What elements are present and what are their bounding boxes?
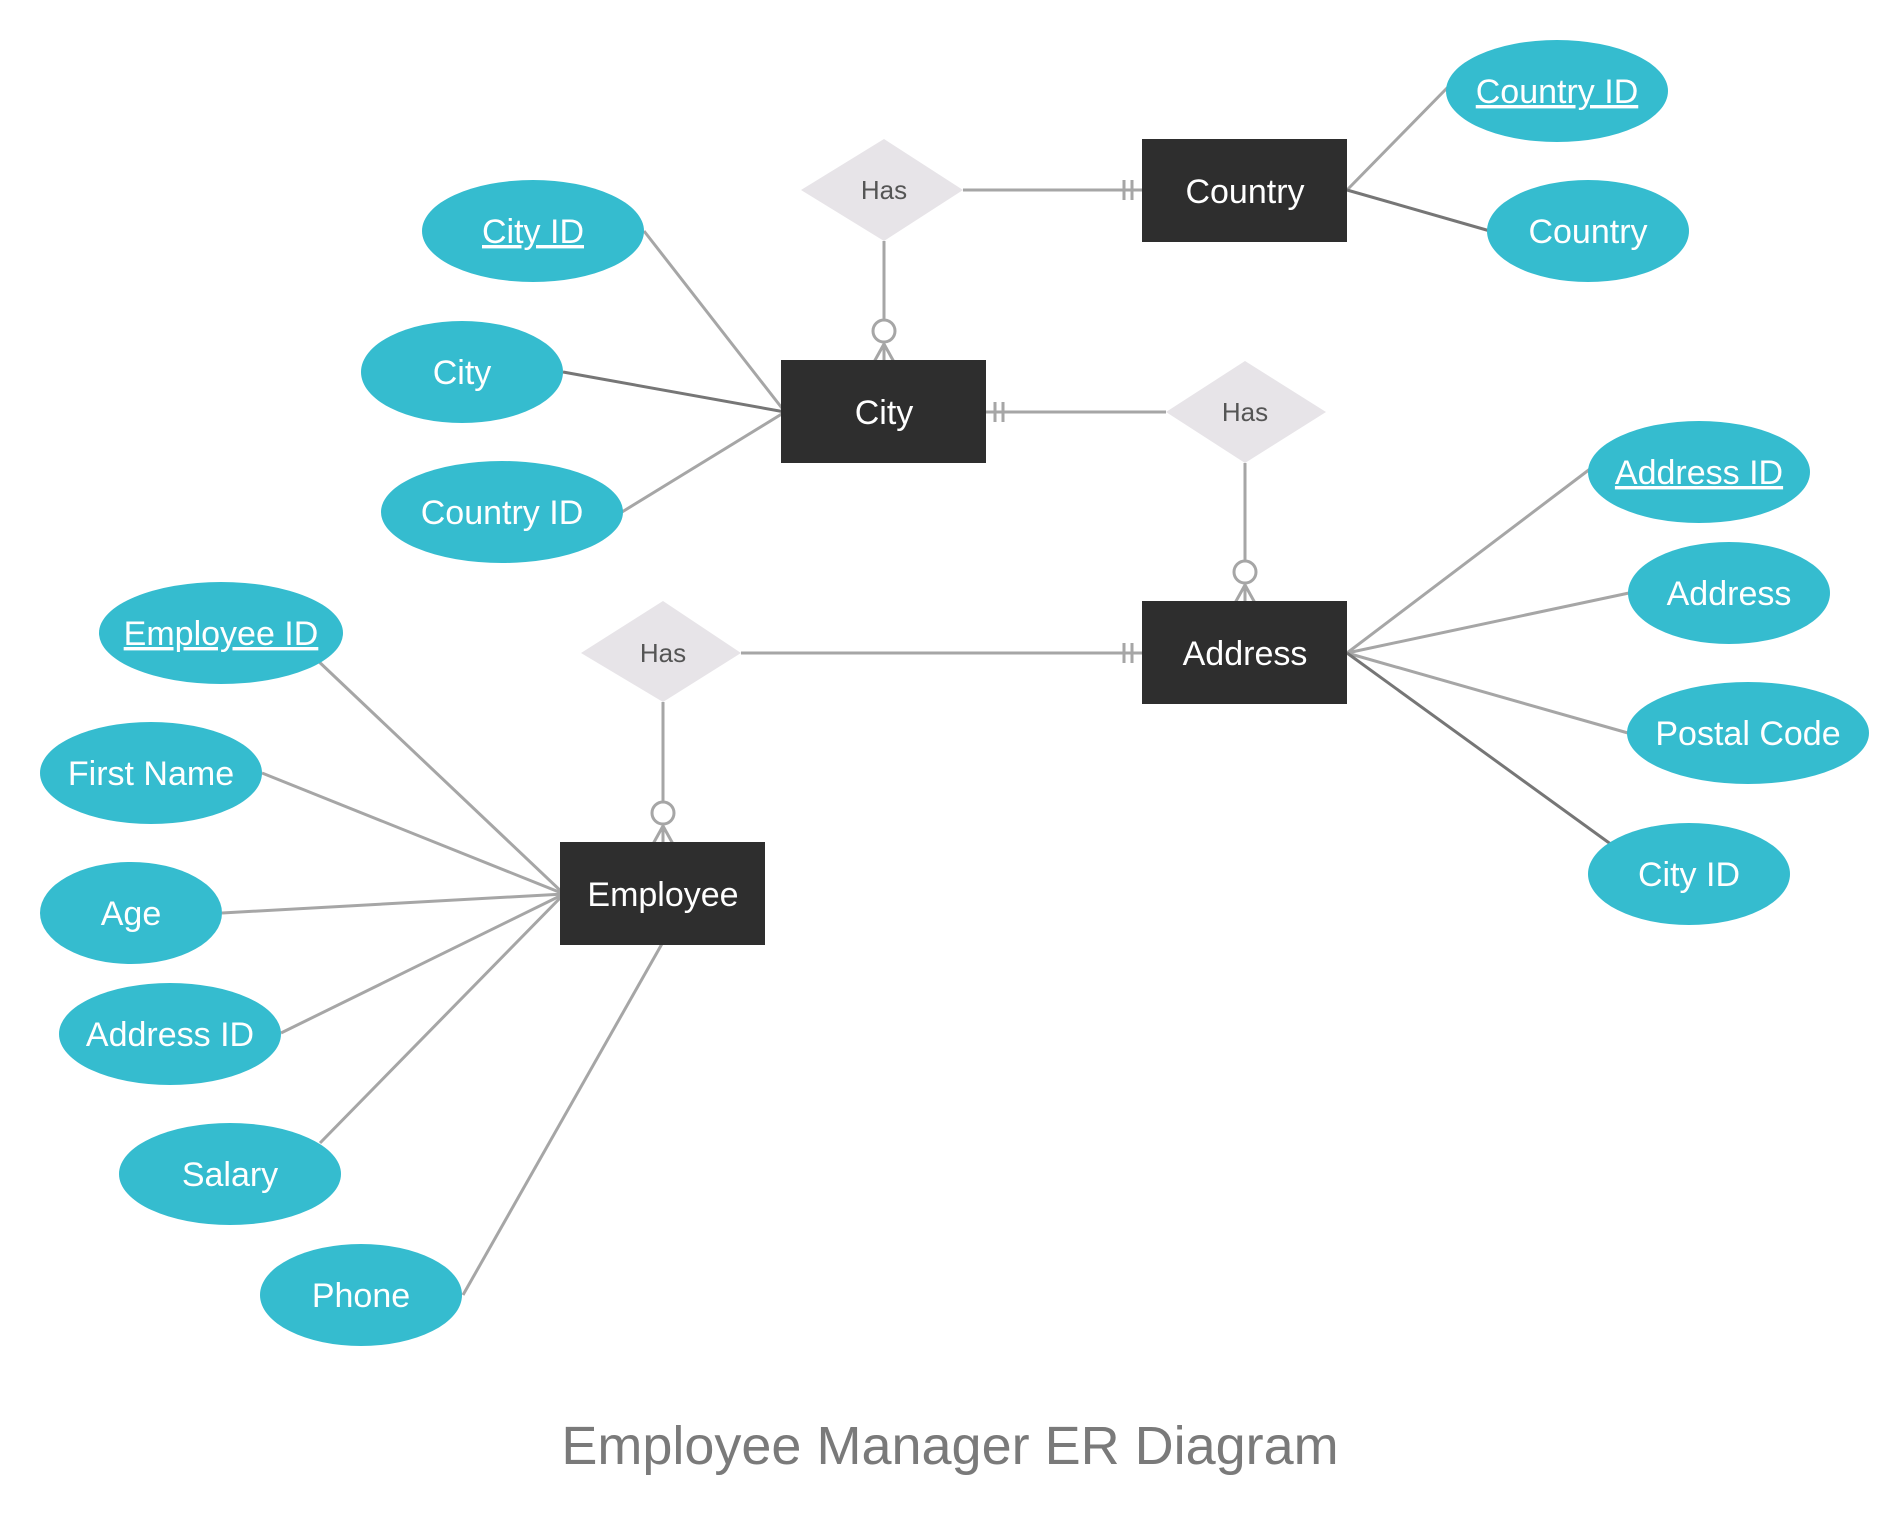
entity-label: Address — [1183, 635, 1308, 673]
attribute-city-country-id[interactable]: Country ID — [381, 461, 623, 563]
attribute-city[interactable]: City — [361, 321, 563, 423]
attribute-label: Postal Code — [1655, 715, 1840, 753]
attribute-employee-id[interactable]: Employee ID — [99, 582, 343, 684]
relationship-address-employee[interactable]: Has — [581, 601, 741, 702]
relationship-city-country[interactable]: Has — [801, 139, 963, 241]
attribute-first-name[interactable]: First Name — [40, 722, 262, 824]
attribute-city-id[interactable]: City ID — [422, 180, 644, 282]
relationship-connectors — [650, 180, 1258, 845]
attribute-salary[interactable]: Salary — [119, 1123, 341, 1225]
attribute-phone[interactable]: Phone — [260, 1244, 462, 1346]
attribute-country[interactable]: Country — [1487, 180, 1689, 282]
relationship-label: Has — [861, 175, 907, 205]
attribute-label: Country — [1528, 213, 1647, 251]
attribute-address-id[interactable]: Address ID — [1588, 421, 1810, 523]
attribute-label: Address ID — [86, 1016, 254, 1054]
entity-label: Employee — [587, 876, 738, 914]
attribute-age[interactable]: Age — [40, 862, 222, 964]
attribute-label: Country ID — [1476, 73, 1639, 111]
attribute-address-city-id[interactable]: City ID — [1588, 823, 1790, 925]
attribute-label: Age — [101, 895, 162, 933]
relationship-city-address[interactable]: Has — [1166, 361, 1326, 463]
attribute-label: Phone — [312, 1277, 410, 1315]
attribute-label: City — [433, 354, 492, 392]
attribute-postal-code[interactable]: Postal Code — [1627, 682, 1869, 784]
entity-city[interactable]: City — [781, 360, 986, 463]
attribute-label: City ID — [1638, 856, 1740, 894]
attribute-employee-address-id[interactable]: Address ID — [59, 983, 281, 1085]
relationship-label: Has — [640, 638, 686, 668]
attribute-country-id[interactable]: Country ID — [1446, 40, 1668, 142]
entity-label: Country — [1185, 173, 1304, 211]
relationship-label: Has — [1222, 397, 1268, 427]
entity-address[interactable]: Address — [1142, 601, 1347, 704]
attribute-label: Address ID — [1615, 454, 1783, 492]
entity-label: City — [855, 394, 914, 432]
attribute-label: Salary — [182, 1156, 278, 1194]
attribute-label: Employee ID — [124, 615, 319, 653]
entity-country[interactable]: Country — [1142, 139, 1347, 242]
attribute-label: Country ID — [421, 494, 584, 532]
attribute-address[interactable]: Address — [1628, 542, 1830, 644]
diagram-title: Employee Manager ER Diagram — [561, 1416, 1339, 1476]
attribute-label: City ID — [482, 213, 584, 251]
attribute-connectors — [221, 84, 1630, 1296]
entity-employee[interactable]: Employee — [560, 842, 765, 945]
attribute-label: First Name — [68, 755, 234, 793]
attribute-label: Address — [1667, 575, 1792, 613]
